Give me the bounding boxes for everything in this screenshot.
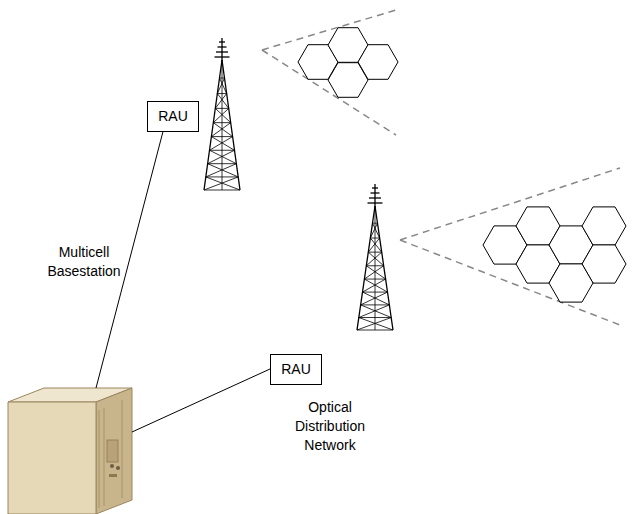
rau-box: RAU	[270, 354, 322, 385]
label-text: Multicell Basestation	[47, 244, 120, 279]
server-cabinet	[8, 388, 132, 514]
fiber-line	[132, 369, 270, 432]
label-text: Optical Distribution Network	[295, 399, 365, 453]
rau-box: RAU	[147, 101, 199, 132]
annotation-label: Optical Distribution Network	[286, 398, 374, 455]
annotation-label: Multicell Basestation	[38, 243, 130, 281]
cell-hexagon	[582, 207, 626, 245]
cell-hexagons	[298, 28, 626, 302]
cell-hexagon	[549, 264, 593, 302]
antenna-tower	[204, 38, 393, 330]
coverage-sector	[262, 10, 620, 325]
node-text: RAU	[158, 108, 188, 124]
cell-hexagon	[328, 63, 368, 98]
node-text: RAU	[281, 361, 311, 377]
